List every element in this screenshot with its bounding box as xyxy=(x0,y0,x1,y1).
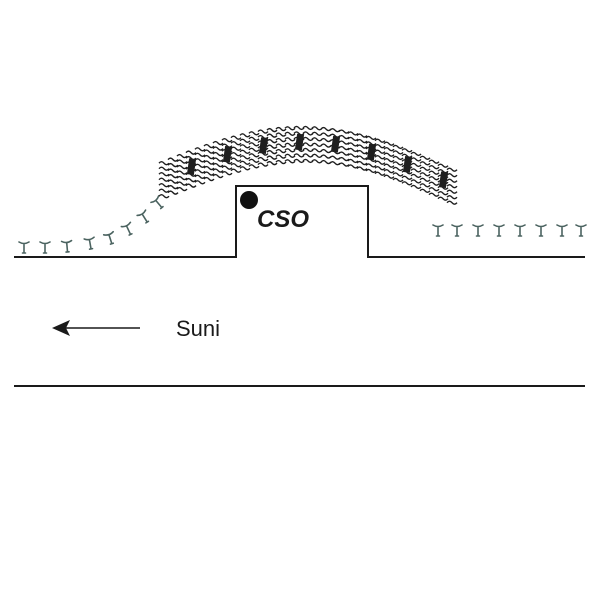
hairpin-vortex-icon xyxy=(120,221,133,236)
turbulent-segment-icon xyxy=(428,159,440,197)
site-label: CSO xyxy=(257,206,309,233)
hairpin-vortex-icon xyxy=(83,236,95,250)
turbulent-segment-icon xyxy=(203,143,215,182)
turbulent-segment-icon xyxy=(248,131,260,169)
turbulent-segment-icon xyxy=(230,135,242,173)
hairpin-vortex-icon xyxy=(472,224,484,237)
upstream-hairpin-vortices xyxy=(18,195,164,254)
turbulent-segment-icon xyxy=(311,126,323,164)
turbulent-segment-icon xyxy=(167,157,179,195)
hairpin-vortex-icon xyxy=(451,224,463,237)
turbulent-segment-icon xyxy=(329,127,341,166)
channel-top-wall xyxy=(14,185,585,258)
turbulent-segment-icon xyxy=(293,125,305,164)
hairpin-vortex-icon xyxy=(432,224,444,237)
turbulent-segment-icon xyxy=(185,150,197,188)
turbulent-segment-icon xyxy=(176,153,188,192)
turbulent-segment-icon xyxy=(347,131,359,169)
turbulent-segment-icon xyxy=(221,138,233,176)
hairpin-vortex-icon xyxy=(514,224,526,237)
hairpin-vortex-icon xyxy=(39,241,51,254)
hairpin-vortex-icon xyxy=(493,224,505,237)
turbulent-segment-icon xyxy=(374,138,386,176)
turbulent-segment-icon xyxy=(392,144,404,183)
hairpin-vortex-icon xyxy=(575,224,587,237)
turbulent-segment-icon xyxy=(401,148,413,186)
turbulent-segment-icon xyxy=(257,129,269,167)
turbulent-segment-icon xyxy=(419,155,431,193)
turbulent-segment-icon xyxy=(275,126,287,165)
hairpin-vortex-icon xyxy=(535,224,547,237)
site-marker-icon xyxy=(240,191,258,209)
turbulent-segment-icon xyxy=(284,126,296,164)
turbulent-vortex-bundle xyxy=(158,125,458,205)
turbulent-segment-icon xyxy=(158,161,170,199)
turbulent-segment-icon xyxy=(302,125,314,164)
hairpin-vortex-icon xyxy=(60,239,73,253)
turbulent-segment-icon xyxy=(356,133,368,171)
hairpin-vortex-icon xyxy=(150,195,164,210)
flow-label: Suni xyxy=(176,316,220,341)
hairpin-vortex-icon xyxy=(18,241,30,254)
turbulent-segment-icon xyxy=(320,126,332,165)
hairpin-vortex-icon xyxy=(556,224,568,237)
turbulent-segment-icon xyxy=(266,127,278,166)
turbulent-segment-icon xyxy=(212,140,224,179)
turbulent-segment-icon xyxy=(194,147,206,185)
left-arrow-icon xyxy=(52,320,140,336)
turbulent-segment-icon xyxy=(410,151,422,190)
turbulent-segment-icon xyxy=(446,167,458,205)
turbulent-segment-icon xyxy=(383,141,395,179)
turbulent-segment-icon xyxy=(365,135,377,174)
turbulent-segment-icon xyxy=(437,163,449,201)
downstream-hairpin-vortices xyxy=(432,224,587,237)
hairpin-vortex-icon xyxy=(136,209,150,224)
turbulent-segment-icon xyxy=(239,133,251,171)
hairpin-vortex-icon xyxy=(102,230,115,245)
turbulent-segment-icon xyxy=(338,129,350,167)
